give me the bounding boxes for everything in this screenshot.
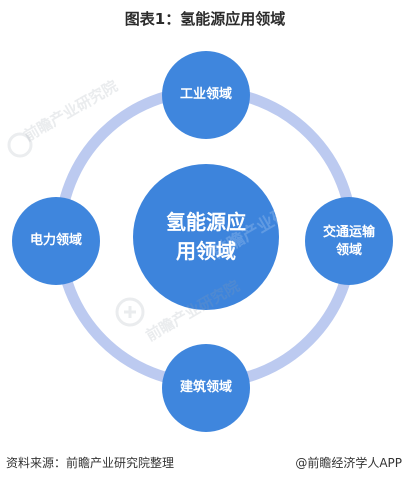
node-top-label: 工业领域 xyxy=(179,87,232,103)
node-right-label-line2: 领域 xyxy=(335,243,362,258)
watermark-logo-icon-2 xyxy=(7,132,33,158)
source-note: 资料来源：前瞻产业研究院整理 xyxy=(6,456,175,470)
node-top-circle xyxy=(162,51,250,139)
node-left-label: 电力领域 xyxy=(29,233,82,249)
brand-credit: @前瞻经济学人APP xyxy=(295,456,402,470)
center-label-line1: 氢能源应 xyxy=(166,210,246,234)
node-bottom-label: 建筑领域 xyxy=(179,380,232,396)
center-circle xyxy=(133,164,279,310)
center-label-line2: 用领域 xyxy=(176,239,236,263)
node-right-circle xyxy=(305,197,393,285)
figure-title: 图表1：氢能源应用领域 xyxy=(124,10,286,28)
node-left-circle xyxy=(12,197,100,285)
watermark-logo-icon xyxy=(115,297,145,327)
node-bottom-circle xyxy=(162,344,250,432)
node-right-label: 交通运输 领域 xyxy=(305,223,393,261)
center-label: 氢能源应 用领域 xyxy=(146,200,266,274)
node-right-label-line1: 交通运输 xyxy=(322,225,375,241)
